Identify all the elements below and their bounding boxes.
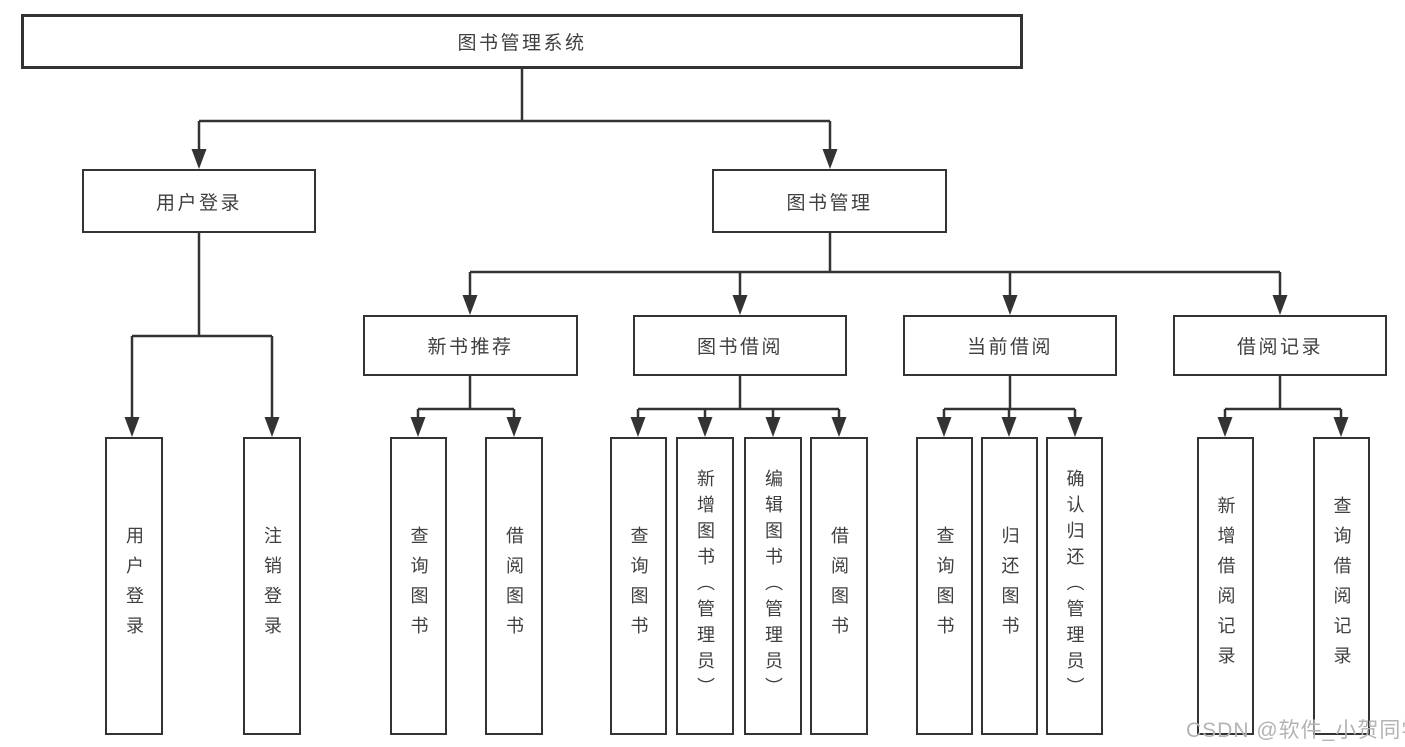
arrowhead-icon xyxy=(124,417,140,437)
arrowhead-icon xyxy=(732,295,748,315)
node-label: 借阅图书 xyxy=(829,526,849,646)
node-label: 借阅记录 xyxy=(1236,337,1323,358)
connector-book-management-group xyxy=(468,233,1282,297)
arrowhead-icon xyxy=(1272,295,1288,315)
leaf-borrow-books: 借阅图书 xyxy=(810,437,868,735)
node-label: 图书管理系统 xyxy=(457,33,587,54)
node-label: 查询借阅记录 xyxy=(1331,496,1352,676)
connector-book-borrowing-group xyxy=(636,376,841,419)
node-label: 查询图书 xyxy=(628,526,649,646)
leaf-logout: 注销登录 xyxy=(243,437,301,735)
node-label: 注销登录 xyxy=(262,526,282,646)
node-book-management: 图书管理 xyxy=(712,169,947,233)
node-new-book-recommend: 新书推荐 xyxy=(363,315,578,376)
node-label: 新增借阅记录 xyxy=(1215,496,1236,676)
node-user-login: 用户登录 xyxy=(82,169,316,233)
leaf-query-books-recommend: 查询图书 xyxy=(390,437,447,735)
arrowhead-icon xyxy=(697,417,713,437)
connector-user-login-group xyxy=(130,233,274,419)
leaf-edit-books-admin: 编辑图书（管理员） xyxy=(744,437,802,735)
arrowhead-icon xyxy=(506,417,522,437)
arrowhead-icon xyxy=(1067,417,1083,437)
arrowhead-icon xyxy=(1002,295,1018,315)
node-book-borrowing: 图书借阅 xyxy=(633,315,847,376)
arrowhead-icon xyxy=(765,417,781,437)
leaf-add-books-admin: 新增图书（管理员） xyxy=(676,437,734,735)
node-label: 图书借阅 xyxy=(696,337,783,358)
node-current-borrowing: 当前借阅 xyxy=(903,315,1117,376)
arrowhead-icon xyxy=(191,149,207,169)
node-label: 查询图书 xyxy=(934,526,955,646)
connector-current-borrowing-group xyxy=(942,376,1077,419)
node-label: 查询图书 xyxy=(408,526,429,646)
leaf-query-borrow-record: 查询借阅记录 xyxy=(1313,437,1370,735)
node-label: 当前借阅 xyxy=(966,337,1053,358)
arrowhead-icon xyxy=(264,417,280,437)
arrowhead-icon xyxy=(1333,417,1349,437)
arrowhead-icon xyxy=(462,295,478,315)
connector-borrowing-records-group xyxy=(1223,376,1343,419)
watermark-text: CSDN @软件_小贺同学 xyxy=(1186,719,1405,742)
arrowhead-icon xyxy=(1217,417,1233,437)
node-library-system: 图书管理系统 xyxy=(21,14,1023,69)
leaf-return-books: 归还图书 xyxy=(981,437,1038,735)
node-label: 用户登录 xyxy=(155,192,242,214)
leaf-add-borrow-record: 新增借阅记录 xyxy=(1197,437,1254,735)
leaf-user-login: 用户登录 xyxy=(105,437,163,735)
node-label: 新增图书（管理员） xyxy=(695,469,715,703)
node-borrowing-records: 借阅记录 xyxy=(1173,315,1387,376)
node-label: 确认归还（管理员） xyxy=(1064,469,1085,703)
leaf-confirm-return-admin: 确认归还（管理员） xyxy=(1046,437,1103,735)
node-label: 编辑图书（管理员） xyxy=(763,469,783,703)
arrowhead-icon xyxy=(822,149,838,169)
arrowhead-icon xyxy=(1001,417,1017,437)
arrowhead-icon xyxy=(831,417,847,437)
leaf-query-books-borrowing: 查询图书 xyxy=(610,437,667,735)
connector-root-to-level2 xyxy=(197,69,832,151)
node-label: 新书推荐 xyxy=(427,337,514,358)
node-label: 归还图书 xyxy=(999,526,1020,646)
arrowhead-icon xyxy=(936,417,952,437)
node-label: 用户登录 xyxy=(124,526,144,646)
node-label: 图书管理 xyxy=(786,192,873,214)
leaf-query-books-current: 查询图书 xyxy=(916,437,973,735)
connector-new-book-recommend-group xyxy=(416,376,516,419)
arrowhead-icon xyxy=(410,417,426,437)
node-label: 借阅图书 xyxy=(504,526,524,646)
arrowhead-icon xyxy=(630,417,646,437)
leaf-borrow-books-recommend: 借阅图书 xyxy=(485,437,543,735)
